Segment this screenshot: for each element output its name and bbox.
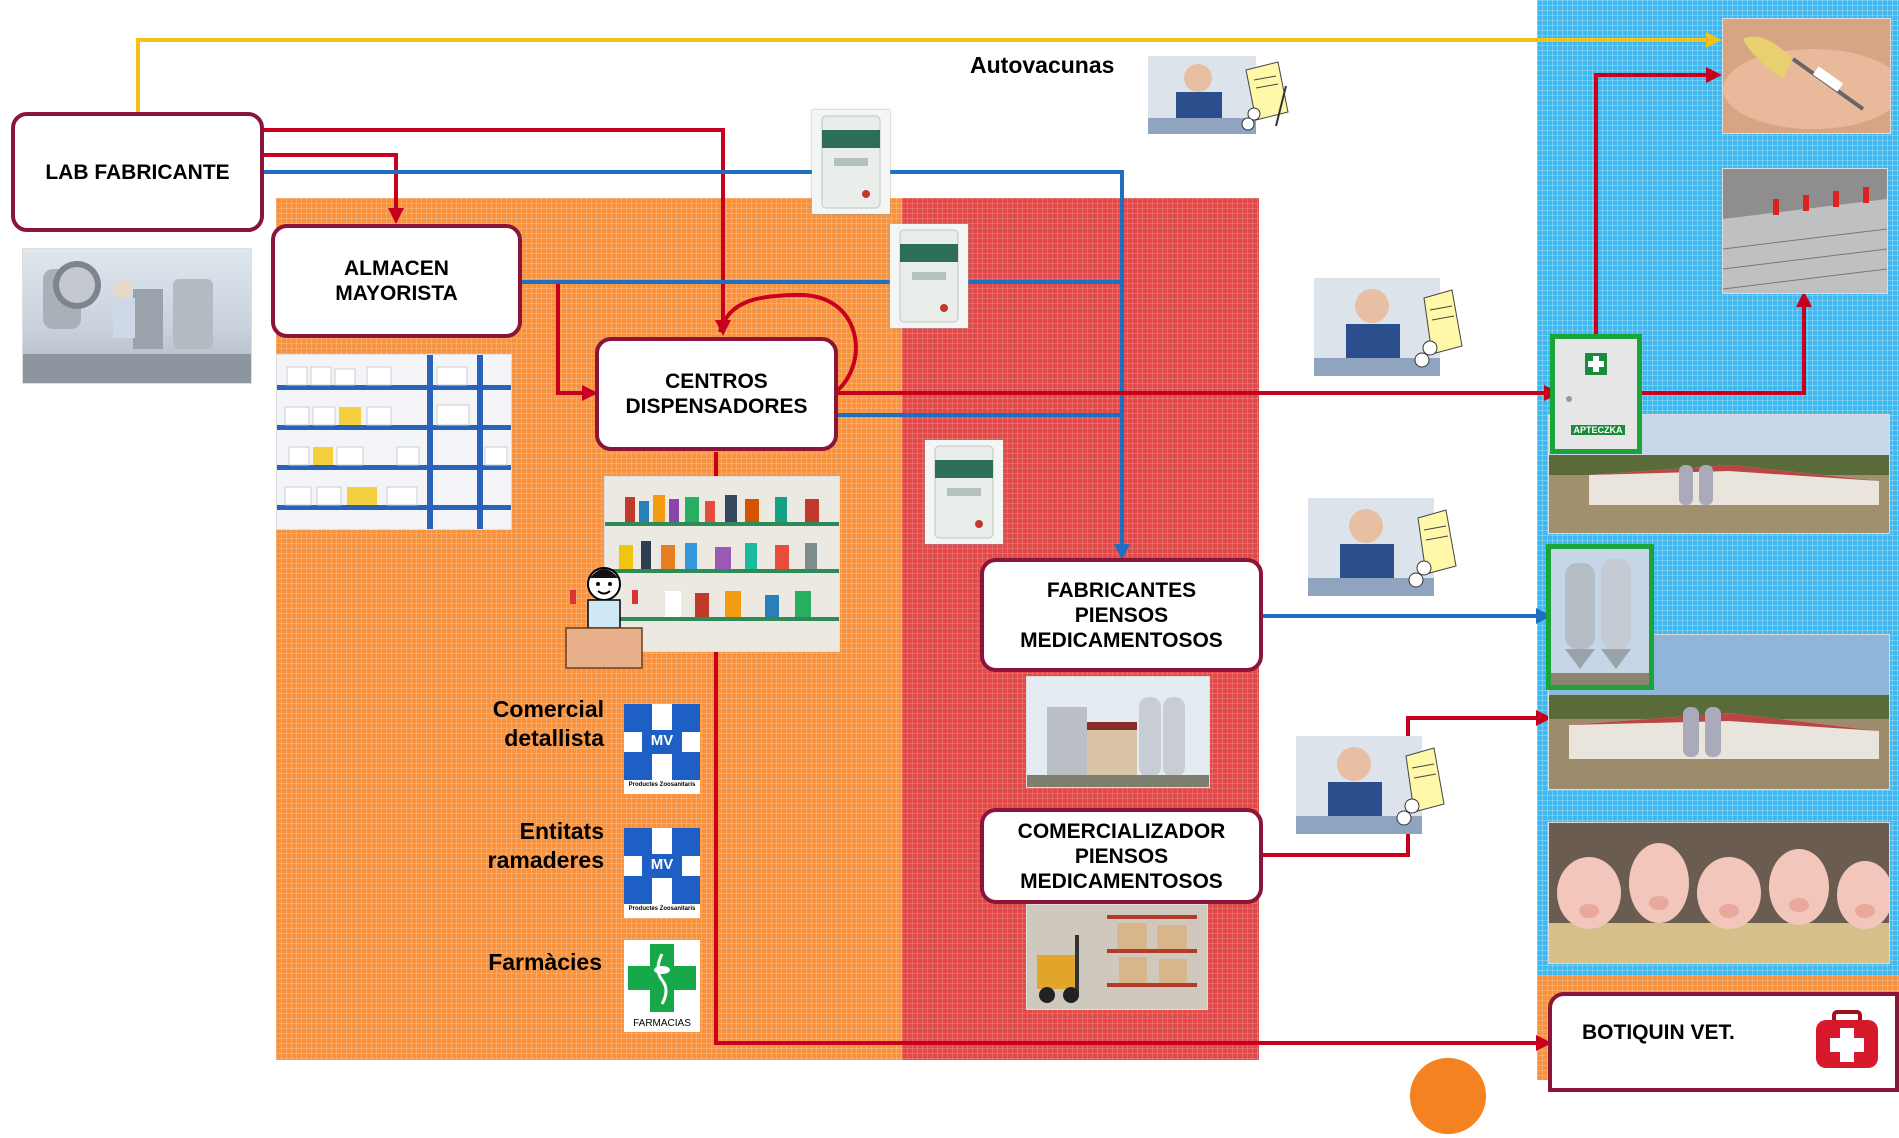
mv-sign-icon: MV Productes Zoosanitaris xyxy=(624,704,700,794)
arrow-centros-loop xyxy=(718,292,858,392)
arrow-botiquin-barn xyxy=(1642,291,1812,395)
pharmacy-shelves-photo xyxy=(604,476,840,652)
node-comercializador-piensos: COMERCIALIZADOR PIENSOS MEDICAMENTOSOS xyxy=(980,808,1263,904)
veterinarian-prescription-icon xyxy=(1314,278,1464,378)
arrow-autovacunas xyxy=(136,32,1722,112)
medicine-cabinet-icon: APTECZKA xyxy=(1550,334,1642,454)
arrow-lab-almacen xyxy=(263,153,404,224)
first-aid-kit-icon xyxy=(1812,1008,1882,1072)
veterinarian-prescription-icon xyxy=(1296,736,1446,836)
mv-sign-caption: Productes Zoosanitaris xyxy=(628,906,696,912)
mv-sign-text: MV xyxy=(650,732,674,749)
orange-circle-icon xyxy=(1406,1054,1490,1138)
pharmacy-cross-icon: FARMACIAS xyxy=(624,940,700,1032)
feed-mill-photo xyxy=(1026,676,1210,788)
node-centros-dispensadores: CENTROS DISPENSADORES xyxy=(595,337,838,451)
forklift-warehouse-photo xyxy=(1026,904,1208,1010)
veterinarian-prescription-icon xyxy=(1148,56,1292,136)
arrow-lab-centros xyxy=(263,128,731,336)
label-autovacunas: Autovacunas xyxy=(970,52,1115,78)
flow-arrows xyxy=(136,32,1812,1051)
silo-photo xyxy=(1546,544,1654,690)
mv-sign-icon: MV Productes Zoosanitaris xyxy=(624,828,700,918)
barn-interior-photo xyxy=(1722,168,1888,294)
node-almacen-mayorista: ALMACEN MAYORISTA xyxy=(271,224,522,338)
botiquin-label: BOTIQUIN VET. xyxy=(1582,1020,1735,1044)
pharmacist-clipart xyxy=(562,560,646,670)
label-comercial-detallista: Comercial detallista xyxy=(492,696,604,751)
mv-sign-text: MV xyxy=(650,856,674,873)
warehouse-shelves-photo xyxy=(276,354,512,530)
arrow-lab-fabricantes xyxy=(263,170,1130,560)
piglets-photo xyxy=(1548,822,1890,964)
pharmacy-cross-caption: FARMACIAS xyxy=(633,1018,691,1029)
node-lab-fabricante: LAB FABRICANTE xyxy=(11,112,264,232)
feed-bag-icon xyxy=(812,110,890,214)
node-fabricantes-piensos: FABRICANTES PIENSOS MEDICAMENTOSOS xyxy=(980,558,1263,672)
mv-sign-caption: Productes Zoosanitaris xyxy=(628,782,696,788)
label-entitats-ramaderes: Entitats ramaderes xyxy=(487,818,604,873)
arrow-almacen-centros xyxy=(556,282,598,401)
factory-photo xyxy=(22,248,252,384)
feed-bag-icon xyxy=(925,440,1003,544)
farm-photo xyxy=(1548,634,1890,790)
label-farmacies: Farmàcies xyxy=(488,949,602,975)
apteczka-label: APTECZKA xyxy=(1571,425,1625,435)
injection-photo xyxy=(1722,18,1891,134)
feed-bag-icon xyxy=(890,224,968,328)
arrow-botiquin-injection xyxy=(1594,67,1722,337)
node-botiquin-vet: BOTIQUIN VET. xyxy=(1548,992,1899,1092)
veterinarian-prescription-icon xyxy=(1308,498,1458,598)
